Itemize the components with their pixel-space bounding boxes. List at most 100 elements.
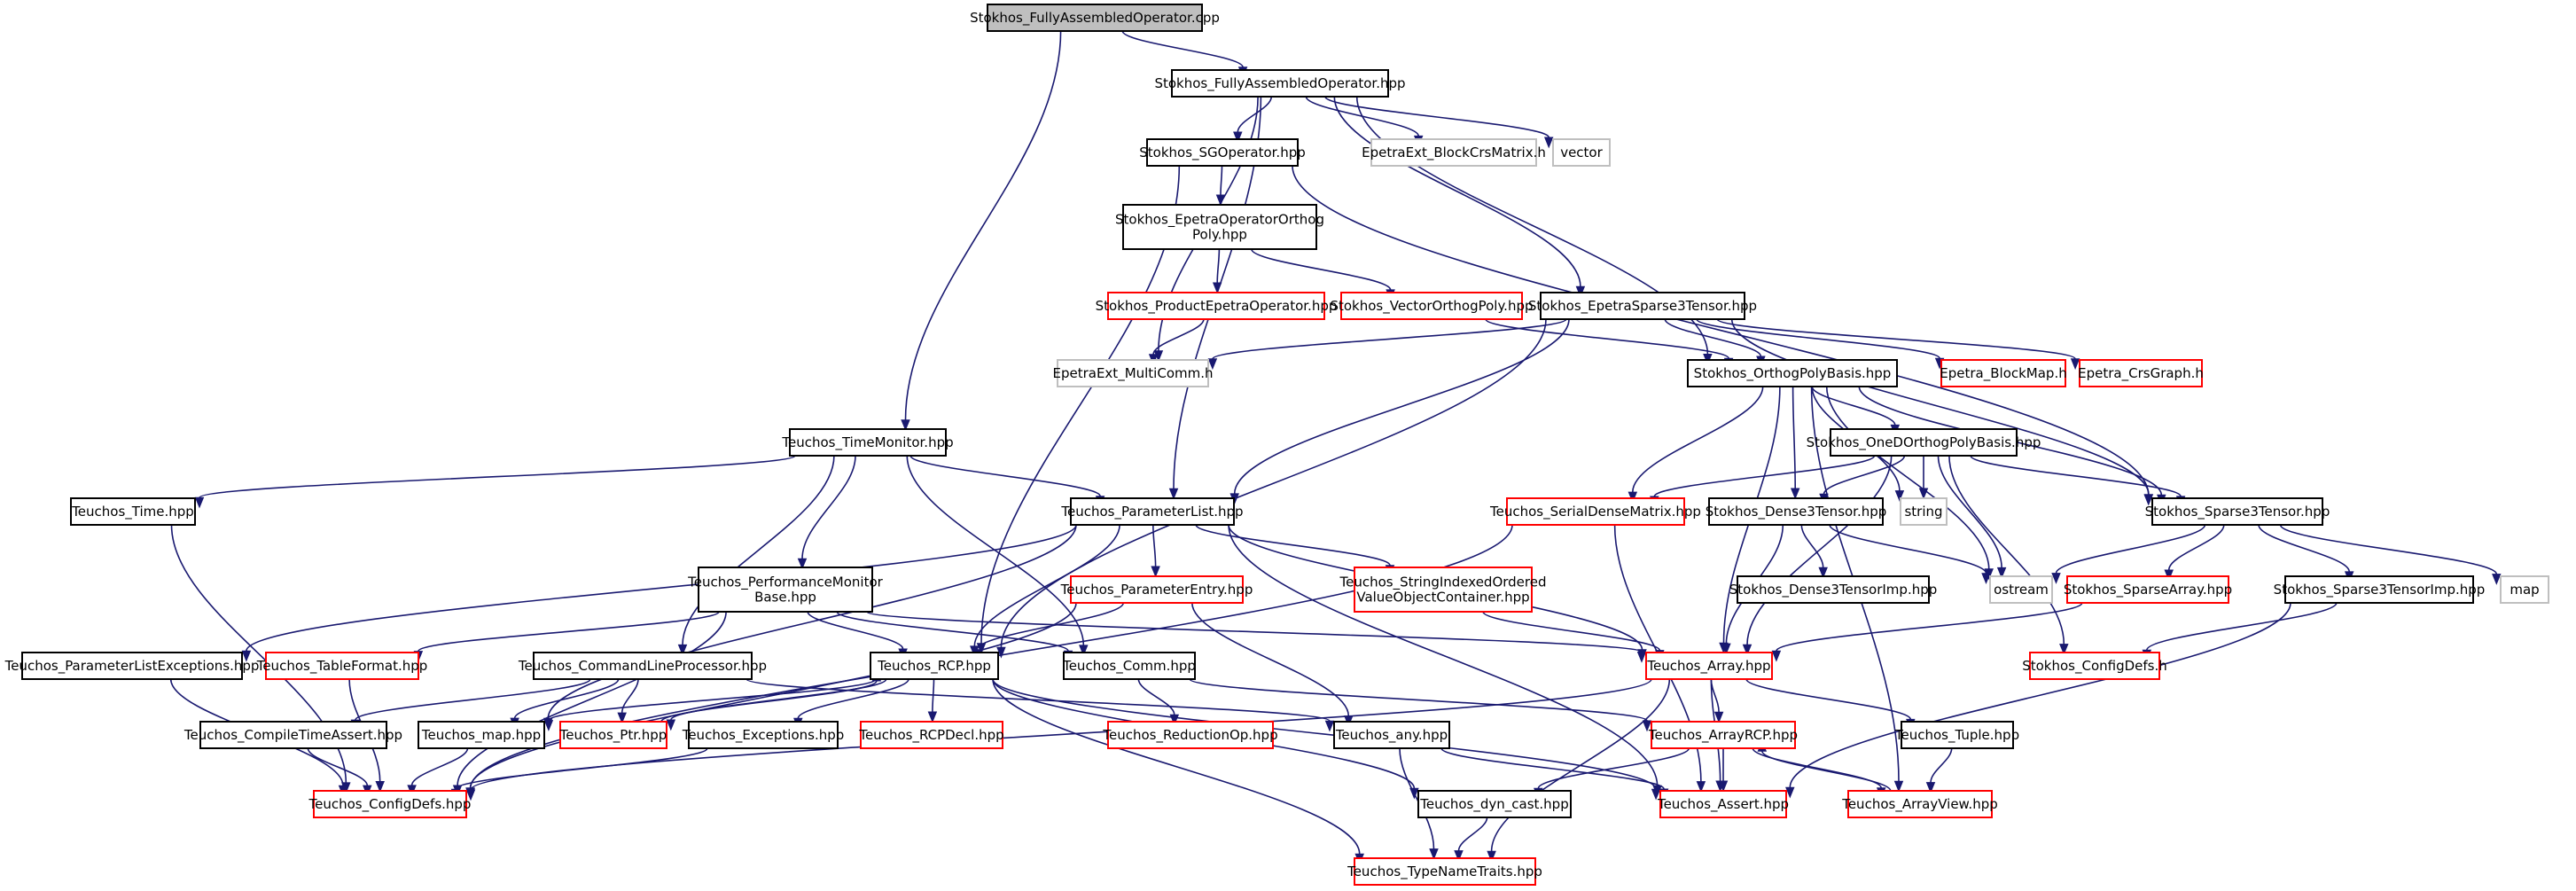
dependency-edge	[901, 30, 1062, 432]
file-node-s3t[interactable]: Stokhos_Sparse3Tensor.hpp	[2145, 497, 2330, 526]
file-node-label: Stokhos_OrthogPolyBasis.hpp	[1694, 365, 1892, 382]
file-node-sdm[interactable]: Teuchos_SerialDenseMatrix.hpp	[1489, 497, 1701, 526]
file-node-map[interactable]: map	[2500, 575, 2549, 604]
file-node-box	[1063, 652, 1196, 680]
arrowhead	[927, 711, 938, 723]
arrowhead	[996, 646, 1006, 659]
arrowhead	[1742, 644, 1752, 656]
dependency-edge	[797, 455, 856, 570]
dependency-edge	[2164, 524, 2225, 582]
dependency-edge	[1829, 524, 1991, 585]
file-node-crsg[interactable]: Epetra_CrsGraph.h	[2078, 359, 2204, 387]
file-node-fao[interactable]: Stokhos_FullyAssembledOperator.hpp	[1154, 69, 1406, 98]
file-node-label: string	[1904, 504, 1942, 520]
file-node-tuple[interactable]: Teuchos_Tuple.hpp	[1894, 721, 2019, 749]
file-node-tcfg[interactable]: Teuchos_ConfigDefs.hpp	[308, 790, 472, 818]
file-node-s3timp[interactable]: Stokhos_Sparse3TensorImp.hpp	[2274, 575, 2486, 604]
arrowhead	[1151, 566, 1160, 578]
file-node-label: Teuchos_Time.hpp	[71, 504, 194, 520]
file-node-exc[interactable]: Teuchos_Exceptions.hpp	[682, 721, 845, 749]
dependency-edge	[2258, 524, 2354, 583]
dependency-edge	[866, 611, 1647, 663]
file-node-box	[533, 652, 753, 680]
file-node-tmap[interactable]: Teuchos_map.hpp	[418, 721, 545, 749]
file-node-d3t[interactable]: Stokhos_Dense3Tensor.hpp	[1706, 497, 1887, 526]
file-node-box	[1354, 567, 1533, 613]
file-node-ptr[interactable]: Teuchos_Ptr.hpp	[559, 721, 667, 749]
file-node-box	[1070, 575, 1244, 604]
file-node-label: Stokhos_OneDOrthogPolyBasis.hpp	[1807, 434, 2041, 451]
file-node-clp[interactable]: Teuchos_CommandLineProcessor.hpp	[518, 652, 767, 680]
file-node-label: Teuchos_Tuple.hpp	[1894, 727, 2019, 744]
file-node-arcp[interactable]: Teuchos_ArrayRCP.hpp	[1648, 721, 1798, 749]
file-node-assert[interactable]: Teuchos_Assert.hpp	[1657, 790, 1789, 818]
file-node-tmon[interactable]: Teuchos_TimeMonitor.hpp	[781, 428, 954, 457]
file-node-ostream[interactable]: ostream	[1989, 575, 2053, 604]
file-node-box	[2284, 575, 2474, 604]
dependency-edge	[1811, 386, 1901, 436]
arrowhead	[2492, 574, 2502, 585]
file-node-bcrs[interactable]: EpetraExt_BlockCrsMatrix.h	[1362, 138, 1546, 167]
file-node-bmap[interactable]: Epetra_BlockMap.h	[1940, 359, 2067, 387]
dependency-edge	[1487, 678, 1671, 863]
dependency-edge	[1785, 602, 2291, 799]
file-node-label: Stokhos_FullyAssembledOperator.hpp	[1154, 75, 1405, 92]
arrowhead	[1324, 720, 1335, 732]
file-node-comm[interactable]: Teuchos_Comm.hpp	[1062, 652, 1196, 680]
file-node-label: Poly.hpp	[1192, 227, 1247, 243]
file-node-sparr[interactable]: Stokhos_SparseArray.hpp	[2064, 575, 2232, 604]
file-node-redop[interactable]: Teuchos_ReductionOp.hpp	[1102, 721, 1278, 749]
file-node-sgop[interactable]: Stokhos_SGOperator.hpp	[1139, 138, 1306, 167]
file-node-label: Teuchos_ReductionOp.hpp	[1102, 727, 1277, 744]
dependency-edge	[1716, 318, 2080, 371]
dependency-edge	[450, 747, 708, 801]
file-node-box	[1070, 497, 1235, 526]
file-node-box	[789, 428, 947, 457]
dependency-edge	[543, 678, 877, 731]
arrowhead	[1233, 131, 1243, 144]
file-node-box	[70, 497, 196, 526]
file-node-string[interactable]: string	[1900, 497, 1948, 526]
file-node-label: Stokhos_EpetraSparse3Tensor.hpp	[1528, 298, 1757, 315]
file-node-label: Teuchos_ArrayRCP.hpp	[1648, 727, 1798, 744]
file-node-label: Teuchos_Exceptions.hpp	[682, 727, 845, 744]
file-node-tfmt[interactable]: Teuchos_TableFormat.hpp	[256, 652, 428, 680]
file-node-rcpdecl[interactable]: Teuchos_RCPDecl.hpp	[858, 721, 1004, 749]
file-node-aview[interactable]: Teuchos_ArrayView.hpp	[1841, 790, 1998, 818]
dependency-edge	[1233, 96, 1273, 144]
file-node-peo[interactable]: Stokhos_ProductEpetraOperator.hpp	[1096, 292, 1338, 320]
file-node-scfg[interactable]: Stokhos_ConfigDefs.h	[2022, 652, 2167, 680]
file-node-odopb[interactable]: Stokhos_OneDOrthogPolyBasis.hpp	[1807, 428, 2041, 457]
file-node-dync[interactable]: Teuchos_dyn_cast.hpp	[1417, 790, 1572, 818]
dependency-edge	[1918, 456, 1929, 500]
file-node-box	[1340, 292, 1523, 320]
file-node-d3timp[interactable]: Stokhos_Dense3TensorImp.hpp	[1729, 575, 1938, 604]
file-node-rcp[interactable]: Teuchos_RCP.hpp	[870, 652, 999, 680]
dependency-edge	[996, 318, 1547, 659]
nodes-layer: Stokhos_FullyAssembledOperator.cppStokho…	[4, 4, 2549, 886]
file-node-box	[1506, 497, 1685, 526]
file-node-plist[interactable]: Teuchos_ParameterList.hpp	[1060, 497, 1244, 526]
file-node-sivoc[interactable]: Teuchos_StringIndexedOrderedValueObjectC…	[1339, 567, 1547, 613]
file-node-mcomm[interactable]: EpetraExt_MultiComm.h	[1052, 359, 1214, 387]
file-node-es3t[interactable]: Stokhos_EpetraSparse3Tensor.hpp	[1528, 292, 1757, 320]
arrowhead	[2143, 494, 2154, 506]
file-node-tnt[interactable]: Teuchos_TypeNameTraits.hpp	[1347, 857, 1542, 886]
file-node-box	[987, 4, 1203, 32]
file-node-cta[interactable]: Teuchos_CompileTimeAssert.hpp	[183, 721, 402, 749]
arrowhead	[1818, 567, 1828, 579]
file-node-vector[interactable]: vector	[1552, 138, 1611, 167]
file-node-time[interactable]: Teuchos_Time.hpp	[70, 497, 196, 526]
file-node-vop[interactable]: Stokhos_VectorOrthogPoly.hpp	[1330, 292, 1534, 320]
file-node-plexc[interactable]: Teuchos_ParameterListExceptions.hpp	[4, 652, 260, 680]
file-node-any[interactable]: Teuchos_any.hpp	[1333, 721, 1450, 749]
file-node-pentry[interactable]: Teuchos_ParameterEntry.hpp	[1060, 575, 1253, 604]
file-node-label: Teuchos_SerialDenseMatrix.hpp	[1489, 504, 1701, 520]
file-node-array[interactable]: Teuchos_Array.hpp	[1645, 652, 1773, 680]
arrowhead	[1696, 781, 1706, 793]
dependency-edge	[1399, 747, 1439, 860]
file-node-opb[interactable]: Stokhos_OrthogPolyBasis.hpp	[1687, 359, 1898, 387]
